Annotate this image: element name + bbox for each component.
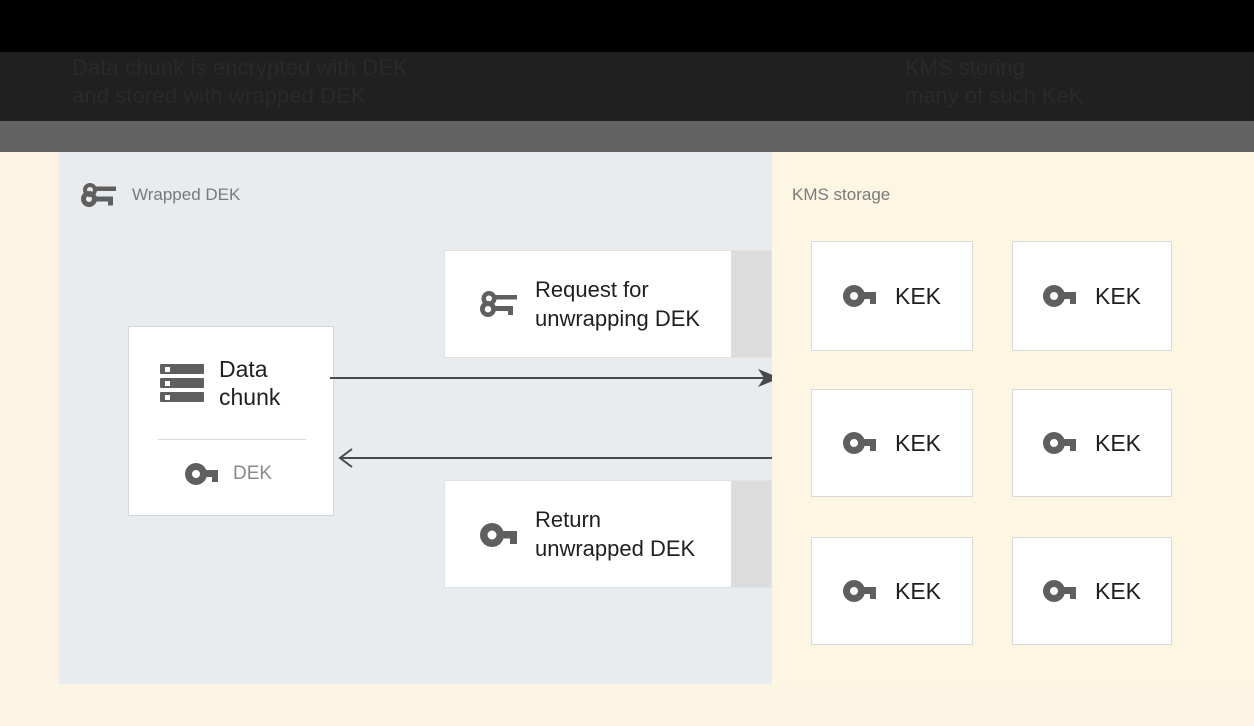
data-chunk-divider — [158, 439, 306, 440]
kek-label: KEK — [894, 282, 942, 309]
data-chunk-title: Data chunk — [219, 356, 281, 410]
kek-label: KEK — [1094, 577, 1142, 604]
kek-box[interactable]: KEK — [1012, 537, 1172, 645]
kek-label: KEK — [894, 577, 942, 604]
card-edge-strip — [731, 251, 771, 357]
header-caption-left-line2: and stored with wrapped DEK — [72, 83, 366, 108]
return-card-content: Return unwrapped DEK — [445, 505, 695, 563]
data-chunk-card[interactable]: Data chunk DEK — [128, 326, 334, 516]
kek-label: KEK — [894, 429, 942, 456]
wrapped-key-icon — [80, 180, 118, 210]
data-chunk-dek-row: DEK — [185, 461, 272, 487]
top-black-bar — [0, 0, 1254, 52]
request-arrow — [330, 369, 780, 387]
header-caption-left-line1: Data chunk is encrypted with DEK — [72, 55, 408, 80]
wrapped-dek-label: Wrapped DEK — [132, 185, 241, 204]
header-caption-right-line1: KMS storing — [905, 55, 1025, 80]
kek-label: KEK — [1094, 429, 1142, 456]
kek-box[interactable]: KEK — [811, 241, 973, 351]
header-band — [0, 52, 1254, 121]
header-caption-right-line2: many of such KeK — [905, 83, 1084, 108]
return-unwrapped-card[interactable]: Return unwrapped DEK — [444, 480, 772, 588]
key-icon — [185, 461, 219, 487]
key-icon — [479, 519, 519, 549]
request-card-content: Request for unwrapping DEK — [445, 275, 700, 333]
key-icon — [842, 578, 877, 604]
kek-box[interactable]: KEK — [811, 537, 973, 645]
key-icon — [1042, 283, 1077, 309]
kek-box[interactable]: KEK — [811, 389, 973, 497]
return-card-text: Return unwrapped DEK — [535, 507, 696, 561]
request-unwrap-card[interactable]: Request for unwrapping DEK — [444, 250, 772, 358]
kek-box[interactable]: KEK — [1012, 241, 1172, 351]
data-chunk-header: Data chunk — [159, 355, 280, 411]
card-edge-strip — [731, 481, 771, 587]
key-icon — [1042, 578, 1077, 604]
gray-separator-band — [0, 121, 1254, 152]
key-icon — [842, 283, 877, 309]
header-caption-right: KMS storing many of such KeK — [905, 54, 1225, 110]
database-icon — [159, 360, 205, 406]
dek-label: DEK — [233, 463, 273, 484]
wrapped-key-icon — [479, 289, 519, 319]
key-icon — [842, 430, 877, 456]
key-icon — [1042, 430, 1077, 456]
kms-storage-label: KMS storage — [792, 185, 891, 204]
header-caption-left: Data chunk is encrypted with DEK and sto… — [72, 54, 632, 110]
return-arrow — [338, 448, 780, 468]
kek-box[interactable]: KEK — [1012, 389, 1172, 497]
request-card-text: Request for unwrapping DEK — [535, 277, 701, 331]
kek-label: KEK — [1094, 282, 1142, 309]
